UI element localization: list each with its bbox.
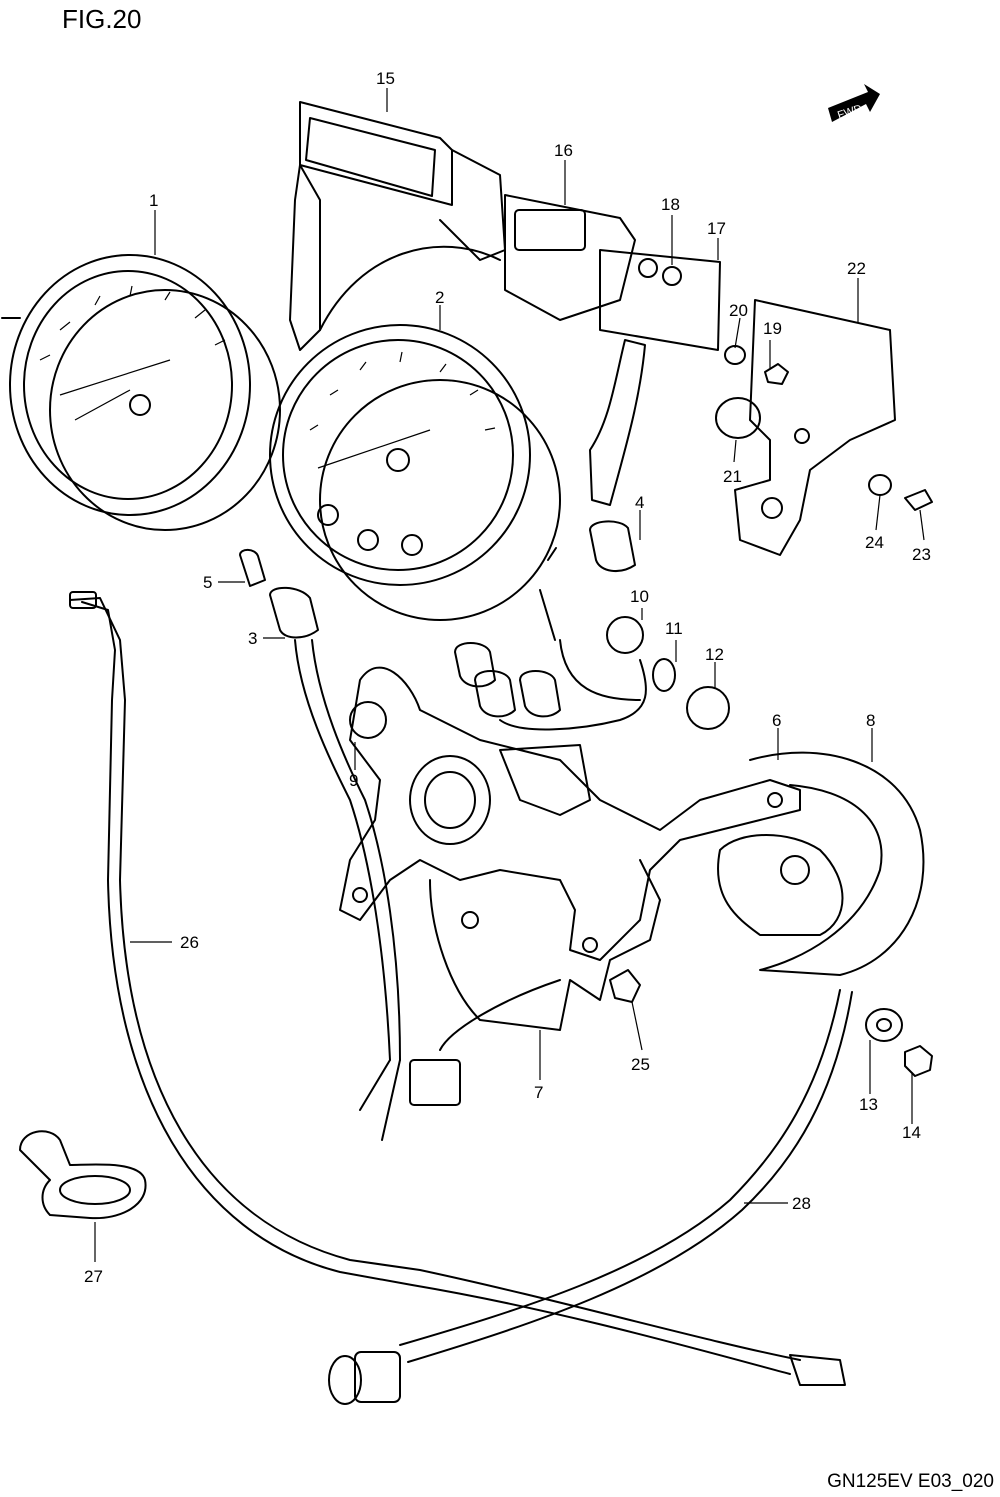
callout-24: 24: [865, 533, 884, 552]
wiring-harness: [294, 589, 647, 1141]
meter-cover-part: [289, 101, 506, 351]
callout-23: 23: [912, 545, 931, 564]
callout-18: 18: [661, 195, 680, 214]
callout-5: 5: [203, 573, 212, 592]
callout-11: 11: [665, 619, 683, 638]
side-bracket-part: [734, 299, 896, 556]
callout-9: 9: [349, 771, 358, 790]
lower-case-part: [429, 859, 661, 1031]
callout-3: 3: [248, 629, 257, 648]
callout-numbers: 1 2 3 4 5 6 7 8 9 10 11 12 13 14 15 16 1…: [84, 69, 931, 1286]
drawing-code: GN125EV E03_020: [827, 1471, 994, 1492]
headlight-housing-part: [717, 751, 925, 976]
callout-14: 14: [902, 1123, 921, 1142]
callout-15: 15: [376, 69, 395, 88]
callout-13: 13: [859, 1095, 878, 1114]
callout-6: 6: [772, 711, 781, 730]
callout-2: 2: [435, 288, 444, 307]
cable-guide-part: [19, 1130, 147, 1220]
forward-arrow-icon: FWD: [828, 84, 880, 122]
callout-10: 10: [630, 587, 649, 606]
tachometer-cable-part: [328, 989, 853, 1405]
speedometer-part: [1, 254, 281, 531]
callout-26: 26: [180, 933, 199, 952]
callout-25: 25: [631, 1055, 650, 1074]
bulbs-and-sockets: [239, 520, 730, 739]
callout-27: 27: [84, 1267, 103, 1286]
tachometer-part: [269, 324, 561, 621]
callout-19: 19: [763, 319, 782, 338]
callout-8: 8: [866, 711, 875, 730]
callout-28: 28: [792, 1194, 811, 1213]
callout-4: 4: [635, 493, 644, 512]
nut-and-washer: [609, 969, 933, 1077]
callout-20: 20: [729, 301, 748, 320]
indicator-panel-part: [504, 194, 721, 506]
speedometer-cable-part: [69, 591, 846, 1386]
callout-12: 12: [705, 645, 724, 664]
callout-17: 17: [707, 219, 726, 238]
callout-22: 22: [847, 259, 866, 278]
callout-7: 7: [534, 1083, 543, 1102]
meter-bracket-part: [339, 666, 801, 961]
figure-title: FIG.20: [62, 4, 142, 34]
callout-1: 1: [149, 191, 158, 210]
callout-16: 16: [554, 141, 573, 160]
leader-lines: [94, 88, 925, 1262]
callout-21: 21: [723, 467, 742, 486]
